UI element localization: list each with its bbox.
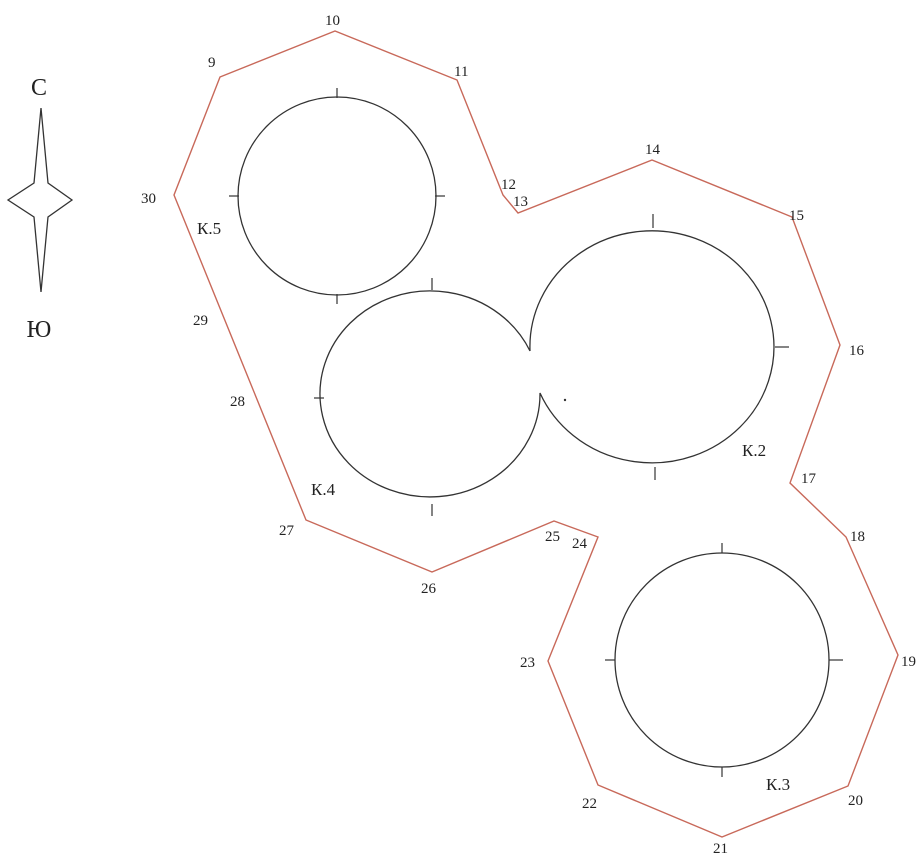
well-circle — [237, 96, 437, 296]
point-label: 12 — [501, 177, 516, 193]
point-label: 15 — [789, 208, 804, 224]
structure-k5 — [229, 88, 445, 304]
point-label: 23 — [520, 655, 535, 671]
structure-label-k3: К.3 — [766, 775, 790, 794]
point-label: 11 — [454, 64, 468, 80]
structure-label-k5: К.5 — [197, 219, 221, 238]
point-label: 25 — [545, 529, 560, 545]
boundary-outline — [173, 30, 899, 838]
double-well-outline — [319, 230, 775, 498]
point-label: 21 — [713, 841, 728, 856]
structure-label-k4: К.4 — [311, 480, 336, 499]
point-label: 17 — [801, 471, 817, 487]
point-label: 27 — [279, 523, 295, 539]
compass-north-label: С — [31, 75, 47, 101]
compass: С Ю — [6, 75, 74, 343]
point-label: 29 — [193, 313, 208, 329]
compass-star-icon — [6, 107, 74, 293]
point-label: 13 — [513, 194, 528, 210]
point-label: 26 — [421, 581, 437, 597]
point-label: 19 — [901, 654, 916, 670]
point-label: 10 — [325, 13, 340, 29]
structure-k4-k2 — [314, 214, 789, 516]
point-label: 20 — [848, 793, 863, 809]
compass-south-label: Ю — [27, 317, 52, 343]
center-dot — [563, 398, 567, 402]
point-label: 9 — [208, 55, 216, 71]
well-circle — [614, 552, 830, 768]
point-label: 30 — [141, 191, 156, 207]
structure-k3 — [605, 543, 843, 777]
point-label: 16 — [849, 343, 865, 359]
point-label: 14 — [645, 142, 661, 158]
point-label: 18 — [850, 529, 865, 545]
point-label: 28 — [230, 394, 245, 410]
point-label: 22 — [582, 796, 597, 812]
structure-label-k2: К.2 — [742, 441, 766, 460]
point-label: 24 — [572, 536, 588, 552]
